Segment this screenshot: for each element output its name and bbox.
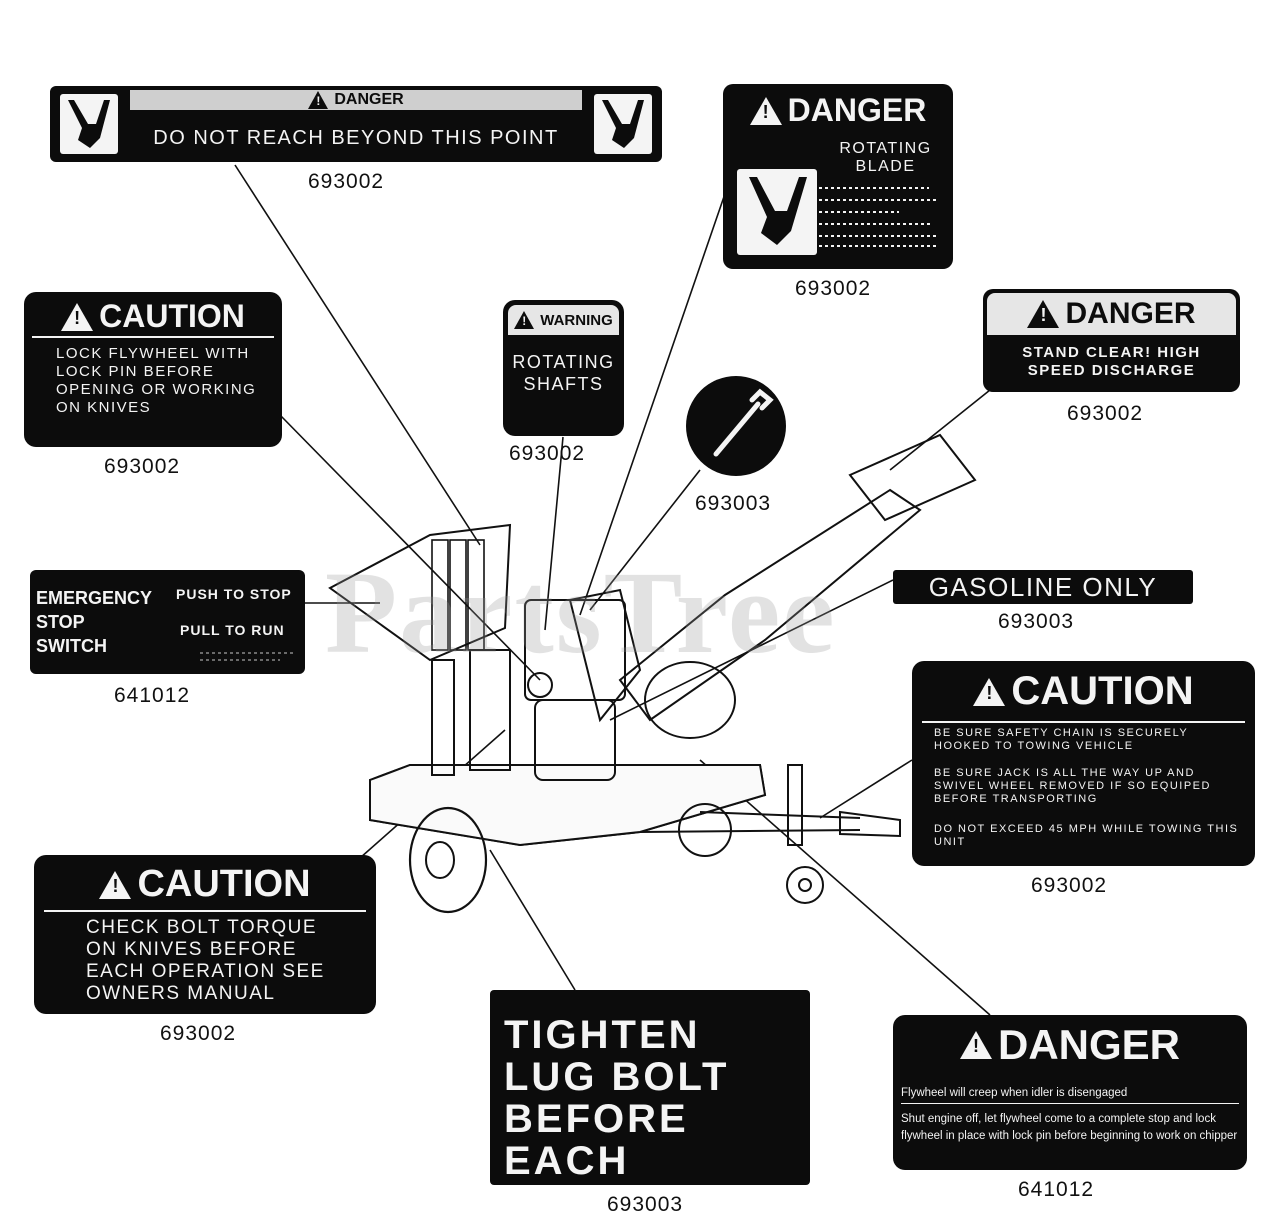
decal-flywheel-lock-header: CAUTION [24, 298, 282, 335]
leader-line-pin [589, 469, 701, 611]
towing-p3: DO NOT EXCEED 45 MPH WHILE TOWING THIS U… [934, 823, 1239, 849]
decal-gasoline-only: GASOLINE ONLY [893, 570, 1193, 604]
decal-towing-header: CAUTION [912, 669, 1255, 714]
warning-triangle-icon [749, 96, 782, 125]
decal-lug-bolt: TIGHTEN LUG BOLT BEFORE EACH TOWING [490, 990, 810, 1185]
part-number-shafts: 693002 [509, 442, 586, 465]
creep-p2: Shut engine off, let flywheel come to a … [901, 1113, 1238, 1142]
warning-triangle-icon [514, 311, 535, 329]
divider [44, 910, 366, 912]
decal-reach-header-text: DANGER [334, 91, 404, 108]
decal-shafts-header-text: WARNING [540, 311, 613, 329]
decal-towing-caution: CAUTION BE SURE SAFETY CHAIN IS SECURELY… [912, 661, 1255, 866]
hand-icon-left [60, 94, 118, 154]
decal-creep-header: DANGER [893, 1021, 1247, 1069]
leader-line-flywheel-lock [279, 414, 541, 681]
decal-discharge-danger: DANGER STAND CLEAR! HIGH SPEED DISCHARGE [983, 289, 1240, 392]
leader-line-towing [819, 759, 913, 819]
decal-reach-header: DANGER [130, 90, 582, 110]
decal-shafts-text: ROTATING SHAFTS [512, 352, 615, 394]
fine-print-lines [200, 652, 295, 661]
decal-emergency-stop: EMERGENCY STOP SWITCH PUSH TO STOP PULL … [30, 570, 305, 674]
part-number-lug: 693003 [607, 1193, 684, 1216]
decal-discharge-text: STAND CLEAR! HIGH SPEED DISCHARGE [1022, 344, 1201, 379]
hand-icon-right [594, 94, 652, 154]
towing-p2: BE SURE JACK IS ALL THE WAY UP AND SWIVE… [934, 767, 1211, 806]
fine-print-lines [819, 187, 937, 247]
leader-line-reach [234, 164, 481, 546]
leader-line-discharge [889, 389, 991, 471]
leader-line-creep [699, 759, 991, 1016]
warning-triangle-icon [99, 870, 132, 899]
decal-discharge-header-text: DANGER [1065, 297, 1196, 330]
watermark: PartsTree [325, 547, 837, 678]
part-number-estop: 641012 [114, 684, 191, 707]
decal-flywheel-lock-text: LOCK FLYWHEEL WITH LOCK PIN BEFORE OPENI… [56, 345, 257, 416]
part-number-bolt: 693002 [160, 1022, 237, 1045]
decal-flywheel-creep-danger: DANGER Flywheel will creep when idler is… [893, 1015, 1247, 1170]
decal-bolt-text: CHECK BOLT TORQUE ON KNIVES BEFORE EACH … [86, 917, 325, 1004]
divider [922, 721, 1245, 723]
lock-pin-icon [713, 388, 774, 457]
decal-discharge-header: DANGER [987, 293, 1236, 335]
divider [32, 336, 274, 338]
part-number-creep: 641012 [1018, 1178, 1095, 1201]
decal-shafts-warning: WARNING ROTATING SHAFTS [503, 300, 624, 436]
warning-triangle-icon [1027, 300, 1060, 328]
decal-towing-header-text: CAUTION [1011, 669, 1194, 713]
leader-line-blade [579, 184, 729, 616]
leader-line-shafts [544, 436, 564, 631]
estop-pull: PULL TO RUN [180, 622, 285, 638]
decal-blade-header-text: DANGER [787, 92, 927, 128]
decal-reach-danger: DANGER DO NOT REACH BEYOND THIS POINT [50, 86, 662, 162]
part-number-towing: 693002 [1031, 874, 1108, 897]
lug-bolt-text: TIGHTEN LUG BOLT BEFORE EACH TOWING [504, 1013, 730, 1185]
warning-triangle-icon [959, 1031, 992, 1059]
decal-blade-header: DANGER [723, 92, 953, 129]
part-number-pin: 693003 [695, 492, 772, 515]
hand-icon [737, 169, 817, 255]
decal-blade-title: ROTATING BLADE [839, 140, 932, 176]
towing-p1: BE SURE SAFETY CHAIN IS SECURELY HOOKED … [934, 727, 1189, 753]
decal-reach-text: DO NOT REACH BEYOND THIS POINT [153, 127, 559, 149]
lock-pin-decal [686, 376, 786, 476]
estop-line2: STOP [36, 612, 85, 632]
decal-bolt-torque-caution: CAUTION CHECK BOLT TORQUE ON KNIVES BEFO… [34, 855, 376, 1014]
decal-blade-danger: DANGER ROTATING BLADE [723, 84, 953, 269]
decal-bolt-header-text: CAUTION [137, 863, 311, 905]
decal-bolt-header: CAUTION [34, 863, 376, 906]
part-number-gasoline: 693003 [998, 610, 1075, 633]
estop-push: PUSH TO STOP [176, 586, 292, 602]
leader-line-lug [489, 849, 576, 991]
discharge-chute [618, 488, 922, 722]
gasoline-text: GASOLINE ONLY [928, 572, 1158, 602]
warning-triangle-icon [973, 677, 1006, 706]
feed-hopper [328, 523, 512, 662]
part-number-discharge: 693002 [1067, 402, 1144, 425]
decal-flywheel-lock-header-text: CAUTION [99, 298, 245, 334]
decal-flywheel-lock-caution: CAUTION LOCK FLYWHEEL WITH LOCK PIN BEFO… [24, 292, 282, 447]
part-number-flywheel-lock: 693002 [104, 455, 181, 478]
warning-triangle-icon [61, 302, 94, 331]
estop-line3: SWITCH [36, 636, 107, 656]
creep-p1: Flywheel will creep when idler is diseng… [901, 1087, 1239, 1104]
decal-creep-header-text: DANGER [997, 1021, 1180, 1068]
part-number-reach: 693002 [308, 170, 385, 193]
part-number-blade: 693002 [795, 277, 872, 300]
warning-triangle-icon [308, 91, 329, 109]
decal-shafts-header: WARNING [508, 305, 619, 335]
estop-line1: EMERGENCY [36, 588, 153, 608]
